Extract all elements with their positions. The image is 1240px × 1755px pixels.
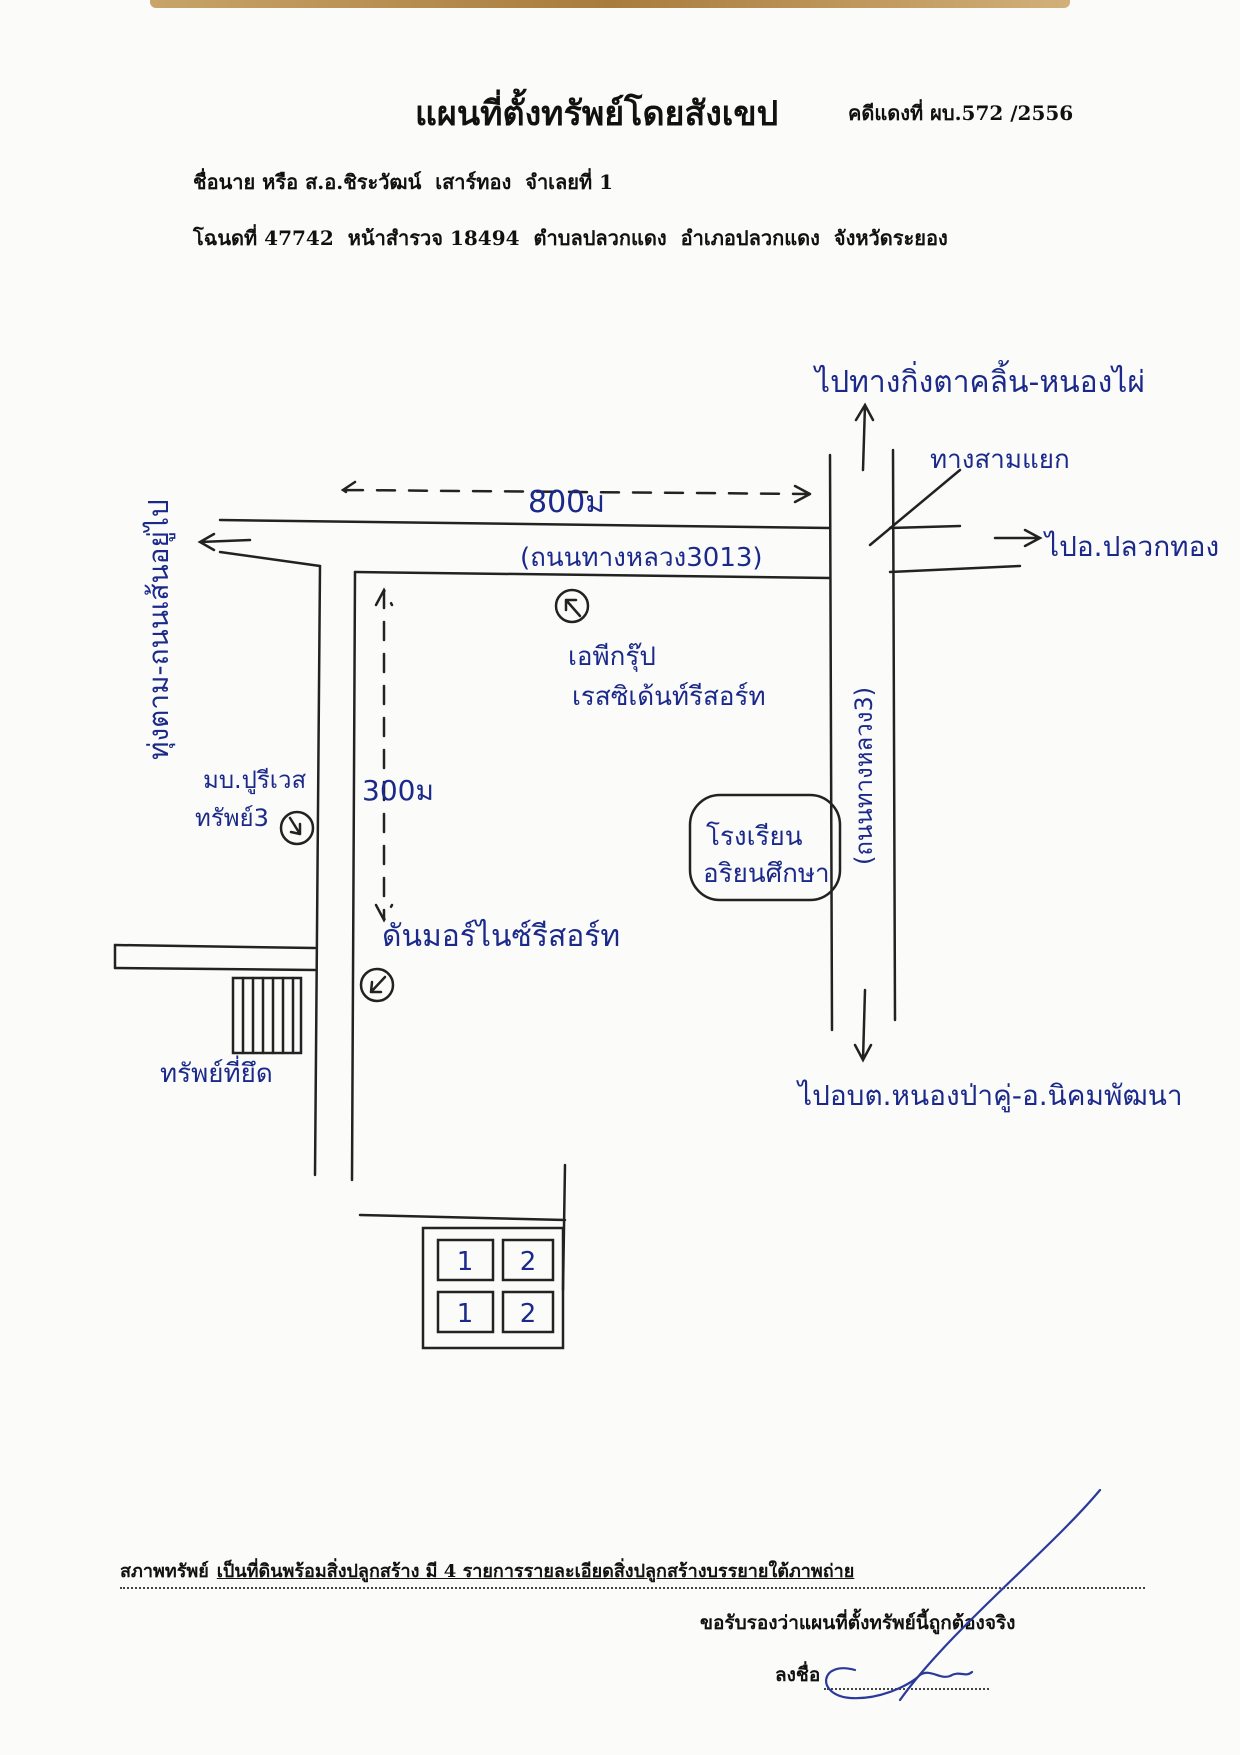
label-ap-group: เอพีกรุ๊ป — [568, 642, 656, 672]
label-village: มบ.ปูรีเวส — [203, 766, 306, 795]
label-distance-800: 800ม — [528, 485, 605, 520]
label-seized-property: ทรัพย์ที่ยึด — [160, 1055, 273, 1089]
arrow-west — [197, 532, 252, 552]
road-h-bottom-edge — [353, 570, 832, 580]
signature-line — [824, 1668, 990, 1690]
signature-row: ลงชื่อ — [775, 1660, 990, 1690]
box-cell-1: 1 — [457, 1247, 474, 1277]
sign-label: ลงชื่อ — [775, 1664, 821, 1686]
box-cell-4: 2 — [520, 1299, 537, 1329]
road-v-right-edge — [891, 448, 897, 1022]
arrow-east — [993, 528, 1043, 548]
road-v-left-edge — [828, 453, 834, 1032]
box-cell-2: 2 — [520, 1247, 537, 1277]
district: อำเภอปลวกแดง — [680, 226, 820, 250]
province: จังหวัดระยอง — [833, 226, 948, 250]
case-number: คดีแดงที่ ผบ.572 /2556 — [848, 101, 1074, 125]
label-north-destination: ไปทางกิ่งตาคลิ้น-หนองไผ่ — [813, 360, 1145, 400]
deed-line: โฉนดที่ 47742 หน้าสำรวจ 18494 ตำบลปลวกแดง อ… — [193, 222, 948, 254]
dim-300 — [374, 587, 394, 923]
arrow-south — [853, 988, 873, 1063]
deed-number: โฉนดที่ 47742 — [193, 226, 334, 250]
survey-page: หน้าสำรวจ 18494 — [347, 226, 520, 250]
signature-mark — [825, 1488, 1102, 1702]
defendant-number: จำเลยที่ 1 — [525, 170, 614, 194]
label-east-destination: ไปอ.ปลวกทอง — [1043, 530, 1219, 563]
box-cell-3: 1 — [457, 1299, 474, 1329]
street-right-edge — [350, 570, 357, 1182]
label-school-2: อริยนศึกษา — [703, 859, 830, 889]
owner-name: ชื่อนาย หรือ ส.อ.ชิระวัฒน์ — [193, 170, 422, 194]
street-left-edge — [313, 564, 322, 1177]
top-tape-strip — [150, 0, 1070, 8]
label-school-1: โรงเรียน — [706, 821, 803, 852]
subdistrict: ตำบลปลวกแดง — [533, 226, 667, 250]
owner-line: ชื่อนาย หรือ ส.อ.ชิระวัฒน์ เสาร์ทอง จำเลยท… — [193, 166, 613, 198]
property-condition: สภาพทรัพย์ เป็นที่ดินพร้อมสิ่งปลูกสร้าง ม… — [120, 1556, 1145, 1589]
label-junction: ทางสามแยก — [930, 445, 1070, 475]
label-property-3: ทรัพย์3 — [195, 804, 269, 832]
label-road-3: (ถนนทางหลวง3) — [850, 687, 878, 865]
arrow-north — [854, 402, 875, 472]
dim-800 — [340, 480, 812, 504]
condition-label: สภาพทรัพย์ — [120, 1561, 209, 1582]
owner-surname: เสาร์ทอง — [435, 170, 512, 194]
page-title: แผนที่ตั้งทรัพย์โดยสังเขป — [415, 94, 779, 134]
label-residence-resort: เรสซิเด้นท์รีสอร์ท — [572, 682, 766, 712]
certification-text: ขอรับรองว่าแผนที่ตั้งทรัพย์นี้ถูกต้องจริ… — [700, 1612, 1016, 1634]
label-dunmore-resort: ดันมอร์ไนซ์รีสอร์ท — [382, 918, 620, 954]
condition-text: เป็นที่ดินพร้อมสิ่งปลูกสร้าง มี 4 รายการ… — [216, 1561, 855, 1582]
label-west-road: ทุ่งตาม-ถนนเส้นอยู่ไป — [142, 499, 176, 760]
road-h-top-edge — [218, 518, 832, 530]
label-south-destination: ไปอบต.หนองป่าคู่-อ.นิคมพัฒนา — [796, 1079, 1183, 1113]
label-distance-300: 300ม — [362, 774, 434, 807]
label-road-3013: (ถนนทางหลวง3013) — [520, 543, 763, 573]
